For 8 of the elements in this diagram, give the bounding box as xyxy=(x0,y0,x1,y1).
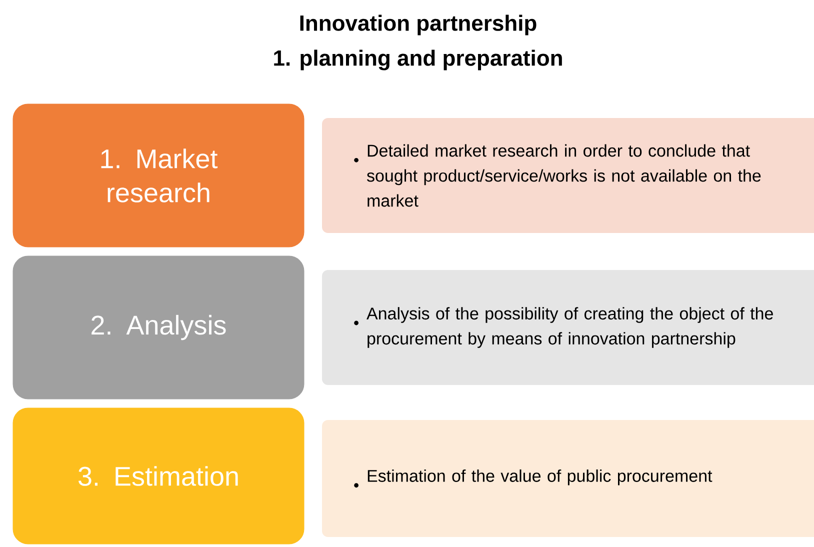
step-box: 3. Estimation xyxy=(11,406,306,546)
description-panel: Analysis of the possibility of creating the object of the procurement by means of innovation partnership xyxy=(322,270,814,385)
step-box: 1. Market research xyxy=(11,102,306,249)
subtitle: 1. planning and preparation xyxy=(274,50,562,70)
description-panel: Detailed market research in order to conclude that sought product/service/works is not available on the market xyxy=(322,118,814,233)
description-panel: Estimation of the value of public procurement xyxy=(322,420,814,537)
title: Innovation partnership xyxy=(300,14,536,36)
step-box: 2. Analysis xyxy=(11,254,306,401)
